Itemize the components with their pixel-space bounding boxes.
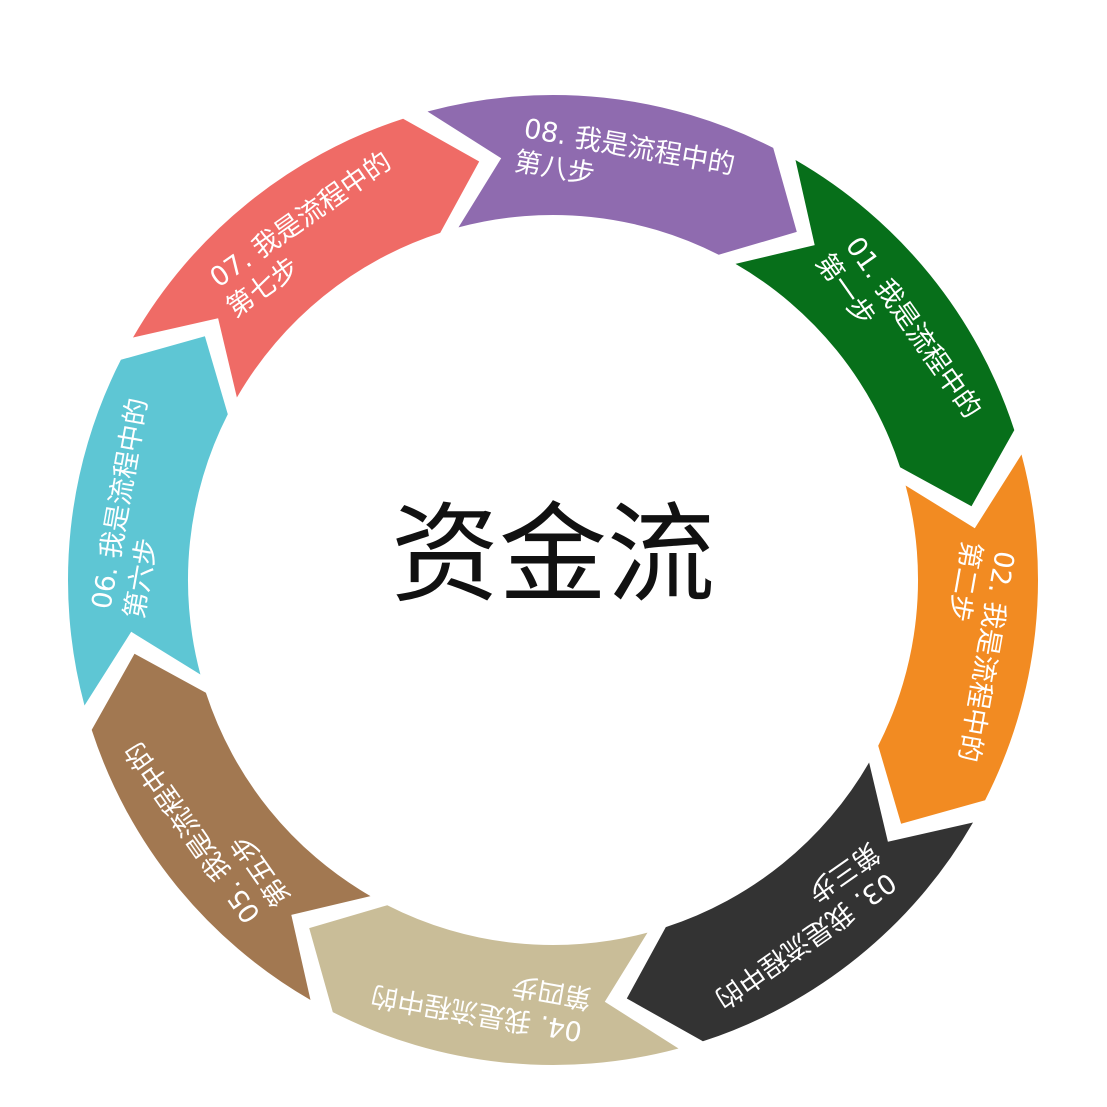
step-3-segment [626, 762, 973, 1042]
step-5-segment [91, 653, 371, 1000]
step-4-segment [309, 905, 679, 1066]
step-2-segment [878, 454, 1039, 824]
cycle-segments [67, 94, 1039, 1066]
step-6-segment [67, 336, 228, 706]
step-1-segment [735, 160, 1015, 507]
center-title: 资金流 [391, 493, 715, 618]
step-7-segment [133, 118, 480, 398]
step-8-segment [427, 94, 797, 255]
